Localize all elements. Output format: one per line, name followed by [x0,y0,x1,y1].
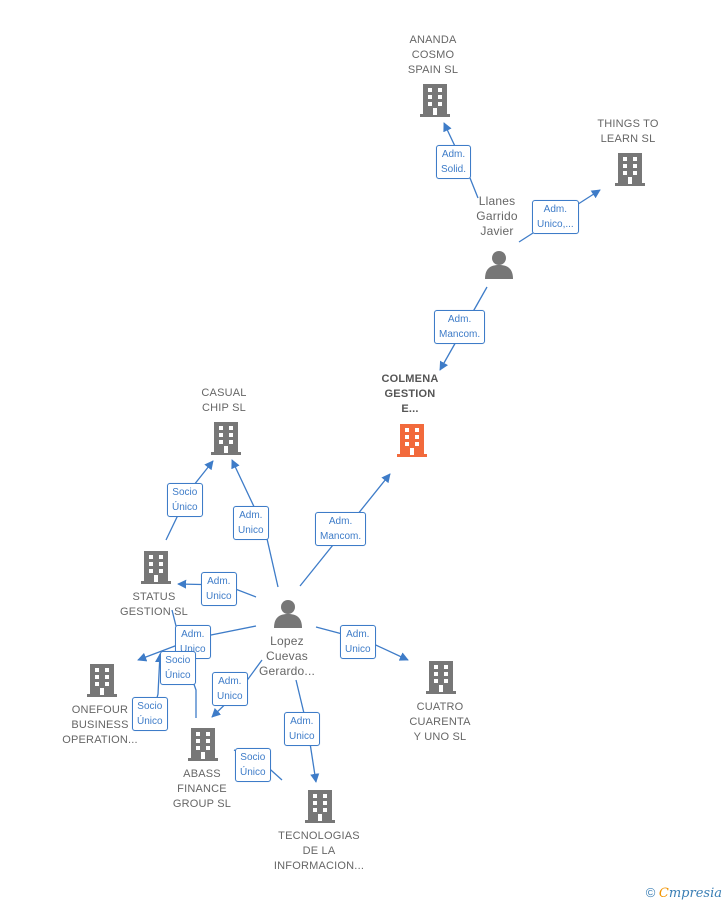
building-icon[interactable] [87,664,117,697]
building-icon[interactable] [211,422,241,455]
node-icons [87,84,645,823]
node-label-colmena[interactable]: COLMENA GESTION E... [381,373,439,415]
edge-label-adm-unico[interactable]: Adm. Unico [212,672,248,706]
edge-label-socio-unico[interactable]: Socio Único [160,651,196,685]
building-icon[interactable] [305,790,335,823]
node-label-ananda[interactable]: ANANDA COSMO SPAIN SL [407,34,459,76]
building-icon[interactable] [420,84,450,117]
building-icon-focus[interactable] [397,424,427,457]
building-icon[interactable] [426,661,456,694]
node-label-casual[interactable]: CASUAL CHIP SL [201,387,247,414]
edge-label-socio-unico[interactable]: Socio Único [132,697,168,731]
building-icon[interactable] [141,551,171,584]
brand-logo-initial: C [658,886,669,901]
edge-label-socio-unico[interactable]: Socio Único [167,483,203,517]
node-label-abass[interactable]: ABASS FINANCE GROUP SL [172,768,232,810]
copyright-icon: © [645,885,656,900]
person-icon[interactable] [274,600,302,628]
brand-footer[interactable]: © Cmpresia [646,885,722,901]
edge-label-adm-mancom[interactable]: Adm. Mancom. [315,512,367,546]
edge-label-socio-unico[interactable]: Socio Único [235,748,271,782]
edge-label-adm-unico[interactable]: Adm. Unico [233,506,269,540]
node-label-llanes[interactable]: Llanes Garrido Javier [476,194,518,238]
edge-label-adm-unico[interactable]: Adm. Unico [340,625,376,659]
building-icon[interactable] [615,153,645,186]
person-icon[interactable] [485,251,513,279]
node-label-things[interactable]: THINGS TO LEARN SL [597,118,659,145]
edge-label-adm-solid[interactable]: Adm. Solid. [436,145,472,179]
node-label-tecnologias[interactable]: TECNOLOGIAS DE LA INFORMACION... [273,830,365,872]
node-label-status[interactable]: STATUS GESTION SL [119,591,189,618]
node-label-lopez[interactable]: Lopez Cuevas Gerardo... [258,634,316,678]
edge-label-adm-mancom[interactable]: Adm. Mancom. [434,310,486,344]
edge-label-adm-unico[interactable]: Adm. Unico [284,712,320,746]
brand-logo-text: mpresia [668,886,722,901]
edge-label-adm-unico[interactable]: Adm. Unico,... [532,200,579,234]
node-label-onefour[interactable]: ONEFOUR BUSINESS OPERATION... [62,704,138,746]
edge-label-adm-unico[interactable]: Adm. Unico [201,572,237,606]
building-icon[interactable] [188,728,218,761]
node-label-cuatro[interactable]: CUATRO CUARENTA Y UNO SL [409,701,471,743]
